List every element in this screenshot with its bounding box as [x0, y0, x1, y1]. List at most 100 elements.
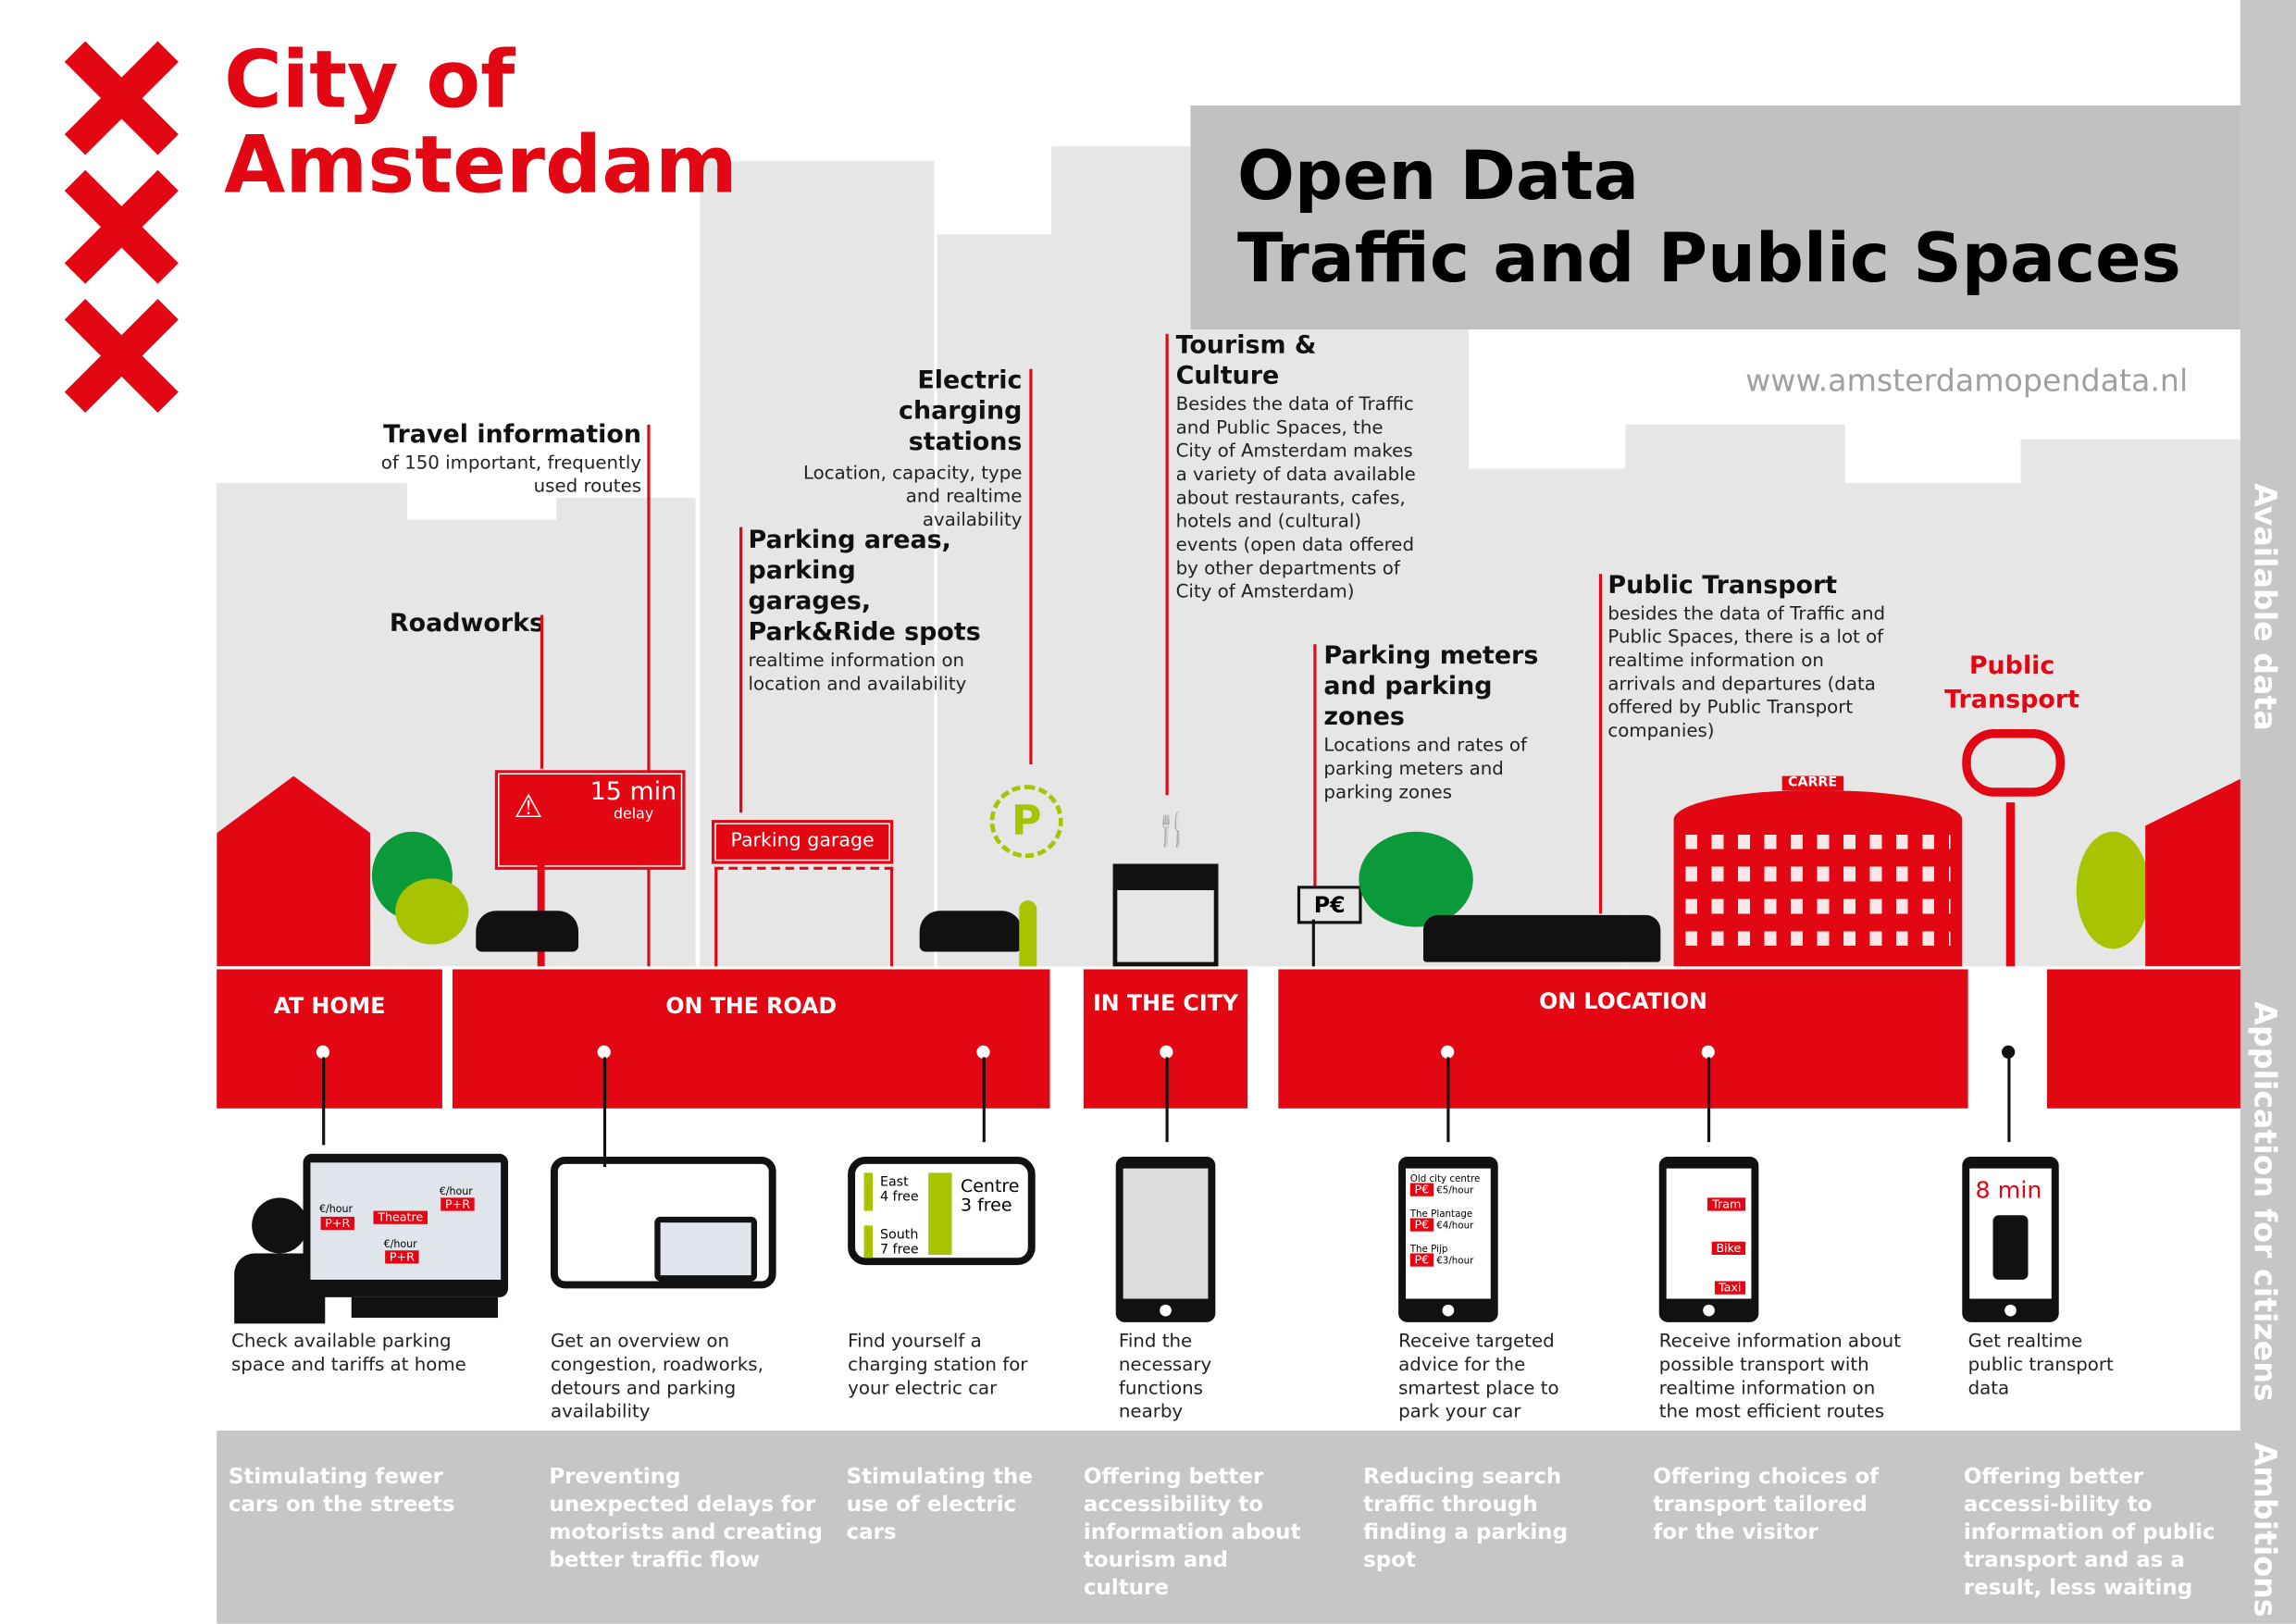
logo-line1: City of: [224, 33, 515, 127]
description-city: Find the necessary functions nearby: [1118, 1329, 1212, 1422]
callout-text: realtime information on location and ava…: [748, 648, 967, 695]
graphic-element: 4 free: [879, 1190, 919, 1206]
restaurant-icon: [1112, 863, 1219, 967]
graphic-element: East: [879, 1175, 909, 1191]
callout-text: Location, capacity, type and realtime av…: [802, 461, 1023, 530]
tree-icon: [2076, 831, 2150, 949]
callout-line: [647, 424, 651, 967]
callout-line: [1029, 368, 1033, 764]
connector-line: [322, 1057, 325, 1146]
delay-value: 15 min: [590, 777, 677, 807]
label-ambitions: Ambitions: [2247, 1442, 2283, 1618]
graphic-element: [2005, 802, 2016, 967]
graphic-element: [1123, 1168, 1209, 1299]
ambition: Offering better accessi-bility to inform…: [1963, 1465, 2215, 1601]
section-in-the-city: IN THE CITY: [1083, 969, 1248, 1109]
tree-icon: [1359, 831, 1473, 927]
timeline-dot: [976, 1045, 990, 1060]
graphic-element: 8 min: [1969, 1168, 2052, 1299]
graphic-element: [2004, 1304, 2017, 1317]
logo-line2: Amsterdam: [224, 118, 738, 211]
side-strip: [2240, 0, 2296, 1624]
graphic-element: €/hour: [383, 1238, 417, 1251]
ambition: Stimulating fewer cars on the streets: [228, 1465, 455, 1518]
callout-text: of 150 important, frequently used routes: [380, 451, 642, 497]
phone-tourism-map: [1115, 1157, 1216, 1322]
graphic-element: P€: [1409, 1218, 1433, 1232]
description-transport: Receive information about possible trans…: [1658, 1329, 1901, 1422]
title-line2: Traffic and Public Spaces: [1237, 217, 2181, 298]
graphic-element: P€ €4/hour: [1409, 1218, 1486, 1232]
graphic-element: P+R: [320, 1216, 355, 1231]
connector-line: [1446, 1057, 1449, 1143]
graphic-element: P€: [1409, 1253, 1433, 1267]
timeline-dot: [1160, 1045, 1173, 1060]
connector-line: [602, 1057, 606, 1168]
graphic-element: South: [879, 1228, 919, 1244]
website-url[interactable]: www.amsterdamopendata.nl: [1745, 363, 2189, 399]
callout-text: Besides the data of Traffic and Public S…: [1175, 392, 1416, 602]
ambitions-band: [217, 1430, 2240, 1624]
callout-parking: Parking areas, parking garages, Park&Rid…: [749, 526, 983, 696]
monitor-icon: €/hour P+R Theatre €/hour P+R €/hour P+R: [303, 1153, 509, 1297]
ambition: Preventing unexpected delays for motoris…: [549, 1465, 824, 1573]
parking-meter-icon: P€: [1297, 886, 1362, 924]
connector-line: [1165, 1057, 1168, 1143]
graphic-element: €4/hour: [1436, 1220, 1474, 1232]
cutlery-icon: 🍴: [1152, 812, 1193, 849]
graphic-element: [928, 1172, 952, 1256]
graphic-element: [1685, 834, 1951, 952]
section-at-home: AT HOME: [217, 969, 442, 1109]
arrival-time: 8 min: [1975, 1175, 2042, 1204]
public-transport-stop-icon: [1962, 728, 2066, 797]
callout-line: [1313, 644, 1317, 886]
ambition: Stimulating the use of electric cars: [846, 1465, 1033, 1545]
callout-roadworks: Roadworks: [389, 609, 544, 638]
delay-label: delay: [613, 806, 654, 824]
charging-parking-icon: P: [989, 785, 1063, 859]
electric-car-icon: [919, 911, 1023, 952]
graphic-element: 7 free: [879, 1243, 919, 1258]
graphic-element: The Plantage: [1409, 1208, 1473, 1221]
label-application: Application for citizens: [2247, 1001, 2283, 1402]
phone-transport-modes: Tram Bike Taxi: [1658, 1157, 1759, 1322]
charging-post-icon: [1019, 900, 1037, 967]
section-extra: [2047, 969, 2240, 1109]
graphic-element: €/hour: [318, 1203, 354, 1216]
callout-tourism: Tourism & Culture Besides the data of Tr…: [1176, 331, 1418, 603]
timeline-dot: [1440, 1045, 1455, 1060]
callout-line: [1165, 333, 1169, 796]
graphic-element: P€ €3/hour: [1409, 1253, 1486, 1267]
section-on-the-road: ON THE ROAD: [452, 969, 1050, 1109]
graphic-element: [68, 173, 176, 281]
graphic-element: ON LOCATION: [1539, 988, 1707, 1015]
graphic-element: 3 free: [960, 1195, 1012, 1216]
graphic-element: P€ €5/hour: [1409, 1183, 1486, 1196]
graphic-element: [68, 43, 176, 152]
car-dashboard-navigation: [550, 1157, 776, 1289]
graphic-element: Taxi: [1714, 1281, 1746, 1295]
callout-title: Tourism & Culture: [1175, 330, 1317, 391]
ambition: Offering better accessibility to informa…: [1083, 1465, 1301, 1601]
graphic-element: [863, 1172, 874, 1211]
graphic-element: P€: [1409, 1183, 1433, 1196]
graphic-element: IN THE CITY: [1092, 989, 1239, 1017]
timeline-dot: [1701, 1045, 1715, 1060]
carre-label: CARRE: [1781, 775, 1843, 791]
callout-title: Parking areas, parking garages, Park&Rid…: [748, 526, 981, 648]
graphic-element: Open Data Traffic and Public Spaces: [1237, 135, 2181, 299]
graphic-element: Old city centre: [1409, 1172, 1481, 1185]
callout-title: Travel information: [383, 420, 642, 450]
graphic-element: €3/hour: [1436, 1255, 1474, 1267]
callout-line: [540, 614, 544, 769]
graphic-element: P+R: [385, 1250, 419, 1264]
ambition: Reducing search traffic through finding …: [1363, 1465, 1569, 1573]
graphic-element: Bike: [1711, 1241, 1746, 1256]
graphic-element: [1311, 919, 1315, 967]
tram-icon: [1422, 914, 1661, 962]
callout-travel: Travel information of 150 important, fre…: [378, 420, 641, 498]
callout-title: Public Transport: [1607, 571, 1838, 601]
graphic-element: The Pijp: [1409, 1243, 1448, 1256]
